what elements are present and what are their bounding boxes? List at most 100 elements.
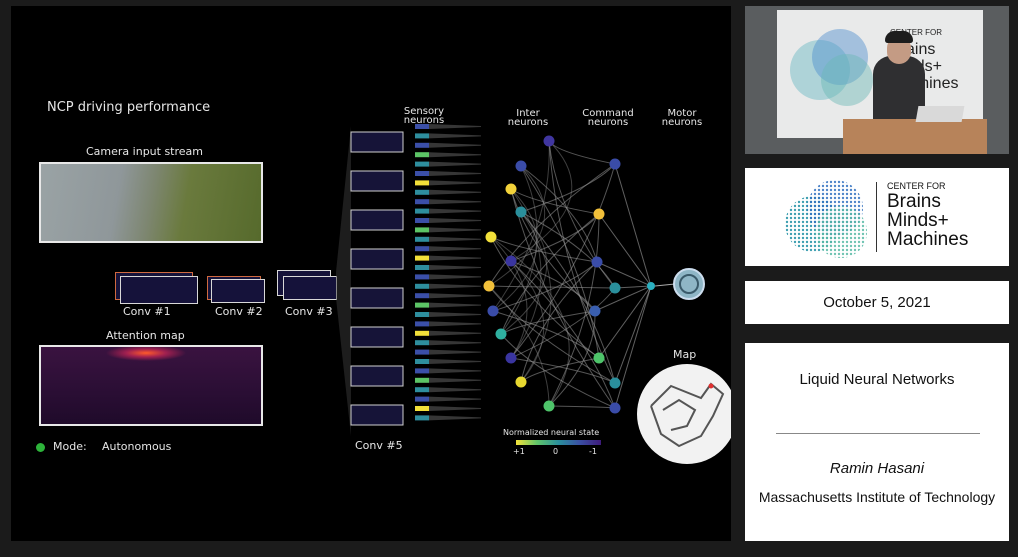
map-position-marker [708, 383, 714, 389]
synapse [520, 211, 552, 383]
command-neuron [609, 282, 621, 294]
synapse [520, 165, 600, 359]
sensory-neuron [415, 142, 429, 148]
synapse [488, 165, 546, 287]
divider [776, 433, 980, 434]
sensory-neuron [415, 283, 429, 289]
sensory-projection [429, 152, 481, 158]
inter-neuron [483, 280, 495, 292]
command-neuron [593, 208, 605, 220]
logo-divider [876, 182, 877, 252]
sensory-neuron [415, 124, 429, 129]
motor-synapse [614, 163, 652, 287]
synapse [490, 236, 598, 263]
synapse [488, 285, 616, 289]
sensory-tile [350, 287, 404, 309]
sensory-projection [429, 368, 481, 374]
sensory-projection [429, 415, 481, 421]
synapse [490, 236, 528, 359]
synapse [520, 165, 598, 263]
colorbar-tick-neg: -1 [589, 447, 597, 456]
sensory-neuron [415, 171, 429, 176]
sensory-projection [429, 255, 481, 261]
sensory-neuron [415, 189, 429, 195]
mode-label: Mode: [53, 440, 87, 453]
motor-output-link [654, 283, 676, 287]
sensory-tile [350, 209, 404, 231]
map-disc [637, 364, 731, 464]
sensory-projection [429, 274, 481, 280]
synapse [520, 211, 616, 384]
sensory-neuron [415, 330, 429, 336]
mode-indicator-icon [36, 443, 45, 452]
inter-neuron [505, 352, 517, 364]
sensory-neuron [415, 161, 429, 167]
synapse [510, 163, 616, 359]
motor-synapse [614, 285, 652, 409]
sensory-tile [350, 365, 404, 387]
synapse [548, 405, 616, 409]
motor-header: Motor neurons [661, 108, 703, 128]
conv1-label: Conv #1 [123, 305, 171, 318]
synapse [548, 310, 596, 407]
sensory-neuron [415, 255, 429, 261]
sensory-projection [429, 293, 481, 299]
conv3-feature [283, 276, 337, 300]
speaker-name: Ramin Hasani [829, 460, 925, 477]
motor-synapse [614, 285, 652, 384]
synapse [510, 140, 573, 262]
synapse [488, 285, 550, 407]
sensory-neuron [415, 396, 429, 402]
sensory-neuron [415, 208, 429, 214]
sensory-projection [429, 321, 481, 327]
sensory-projection [429, 406, 481, 411]
sensory-neuron [415, 133, 429, 139]
inter-neuron [515, 160, 527, 172]
motor-synapse [614, 285, 652, 289]
inter-neuron [515, 376, 527, 388]
motor-synapse [598, 213, 652, 287]
inter-neuron [543, 400, 555, 412]
sensory-projection [429, 133, 481, 139]
steering-wheel-inner [679, 274, 699, 294]
sensory-neuron [415, 340, 429, 346]
speaker-hair [885, 31, 913, 43]
sensory-neuron [415, 302, 429, 308]
fan-wedge [336, 126, 351, 436]
synapse [548, 213, 600, 407]
synapse [510, 213, 600, 262]
conv2-feature [211, 279, 265, 303]
conv1-feature [120, 276, 198, 304]
synapse [500, 211, 548, 335]
sensory-projection [429, 199, 481, 205]
motor-synapse [598, 285, 652, 359]
colorbar-tick-zero: 0 [553, 447, 559, 456]
sensory-projection [429, 283, 481, 289]
sensory-neuron [415, 274, 429, 280]
sensory-projection [429, 265, 481, 270]
colorbar-tick-pos: +1 [513, 447, 525, 456]
synapse [548, 140, 616, 384]
sensory-projection [429, 189, 481, 195]
date-card: October 5, 2021 [745, 281, 1009, 324]
talk-info-card: Liquid Neural Networks Ramin Hasani Mass… [745, 343, 1009, 541]
laptop [915, 106, 965, 122]
sensory-projection [429, 180, 481, 186]
attention-map-image [39, 345, 263, 426]
sensory-projection [429, 208, 481, 214]
inter-neuron [543, 135, 555, 147]
camera-input-image [39, 162, 263, 243]
synapse [490, 236, 570, 407]
synapse [492, 140, 550, 312]
synapse [500, 213, 600, 335]
steering-wheel-icon [673, 268, 705, 300]
synapse [492, 261, 598, 312]
sensory-neuron [415, 265, 429, 270]
sensory-neuron [415, 387, 429, 393]
sensory-neuron [415, 293, 429, 299]
sensory-neuron [415, 180, 429, 186]
backdrop-logo-icon [790, 29, 873, 106]
presentation-slide: NCP driving performance Camera input str… [11, 6, 731, 541]
sensory-projection [429, 142, 481, 148]
attention-label: Attention map [106, 329, 185, 342]
